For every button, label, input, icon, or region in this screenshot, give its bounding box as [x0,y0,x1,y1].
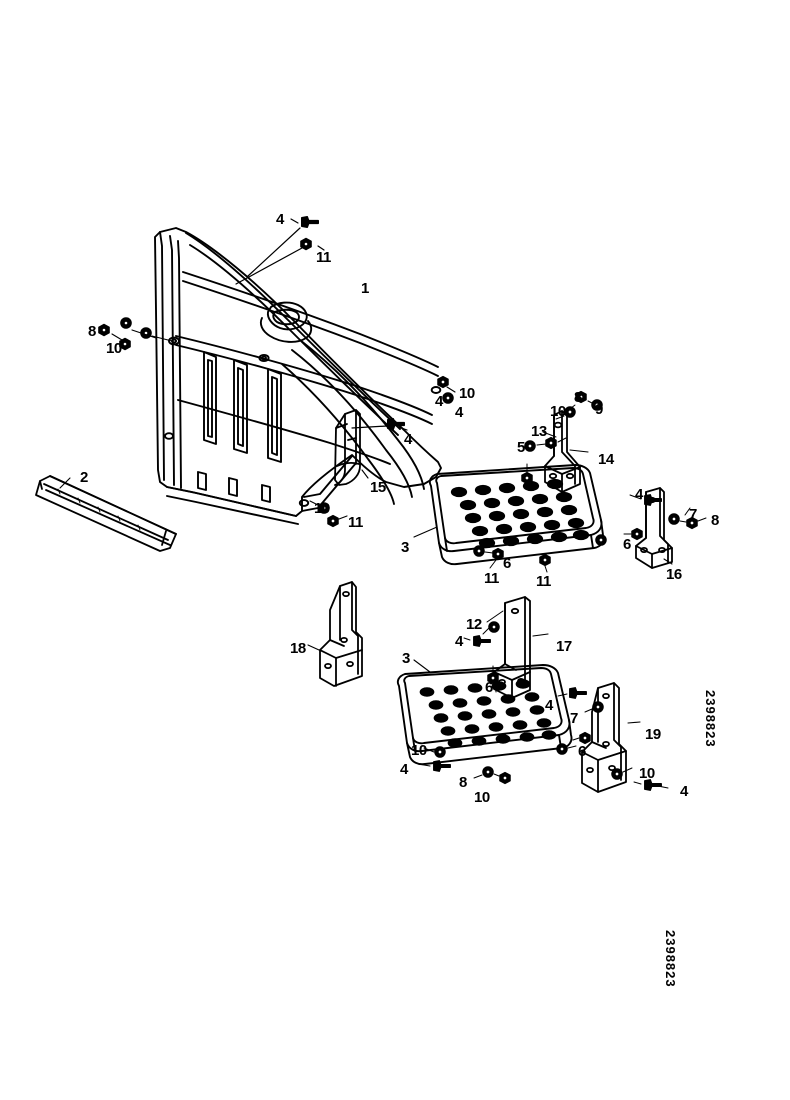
callout-4: 4 [545,697,553,714]
callout-5: 5 [517,439,525,456]
callout-15: 15 [370,479,386,496]
callout-10: 10 [314,500,330,517]
hardware-fender-arch [351,417,408,431]
part-trim-molding [35,475,177,552]
hardware-lower-tread [417,665,577,785]
callout-8: 8 [88,323,96,340]
leader-16 [663,558,673,565]
hardware-panel-top [235,216,325,285]
part-right-mounting-bracket [581,682,627,793]
callout-11: 11 [536,573,551,590]
callout-10: 10 [474,789,490,806]
callout-7: 7 [570,710,578,727]
callout-4: 4 [635,486,643,503]
drawing-code-right: 2398823 [703,690,718,748]
hardware-upper-bracket [623,494,707,541]
leader-3-lower [413,659,431,673]
leader-14 [569,449,589,453]
callout-9: 9 [595,401,603,418]
callout-11: 11 [348,514,363,531]
callout-8: 8 [459,774,467,791]
callout-10: 10 [639,765,655,782]
hardware-riser [463,610,504,647]
callout-10: 10 [411,742,427,759]
callout-10: 10 [550,403,566,420]
callout-6: 6 [578,743,586,760]
callout-3: 3 [402,650,410,667]
leader-3-upper [413,526,438,538]
callout-11: 11 [484,570,499,587]
callout-13: 13 [531,423,547,440]
callout-8: 8 [574,389,582,406]
callout-7: 7 [689,506,697,523]
hardware-support-arm [524,390,603,452]
callout-10: 10 [106,340,122,357]
callout-3: 3 [401,539,409,556]
callout-4: 4 [404,431,412,448]
leader-17 [532,633,549,637]
part-step-tread-upper [428,464,605,566]
callout-4: 4 [455,404,463,421]
hardware-panel-bottom [309,500,348,528]
callout-4: 4 [680,783,688,800]
callout-4: 4 [276,211,284,228]
callout-16: 16 [666,566,682,583]
hardware-panel-left [98,317,173,351]
callout-4: 4 [455,633,463,650]
callout-4: 4 [400,761,408,778]
callout-14: 14 [598,451,614,468]
callout-11: 11 [316,249,331,266]
callout-2: 2 [80,469,88,486]
callout-10: 10 [459,385,475,402]
callout-17: 17 [556,638,572,655]
drawing-code-bottom: 2398823 [663,930,678,988]
callout-8: 8 [711,512,719,529]
callout-6: 6 [485,679,493,696]
hardware-right-bracket [557,687,669,791]
hardware-fender-right [437,375,456,404]
callout-12: 12 [466,616,482,633]
hardware-upper-tread [473,463,607,573]
callout-4: 4 [435,393,443,410]
leader-18 [307,644,331,656]
callout-18: 18 [290,640,306,657]
callout-1: 1 [361,280,369,297]
callout-6: 6 [623,536,631,553]
leader-19 [627,721,641,724]
part-left-mounting-bracket [319,581,363,687]
part-mudflap-bracket [334,409,361,486]
callout-6: 6 [503,555,511,572]
callout-19: 19 [645,726,661,743]
part-fender-panel [154,227,442,525]
leader-2 [59,477,71,489]
leader-15 [361,469,369,479]
